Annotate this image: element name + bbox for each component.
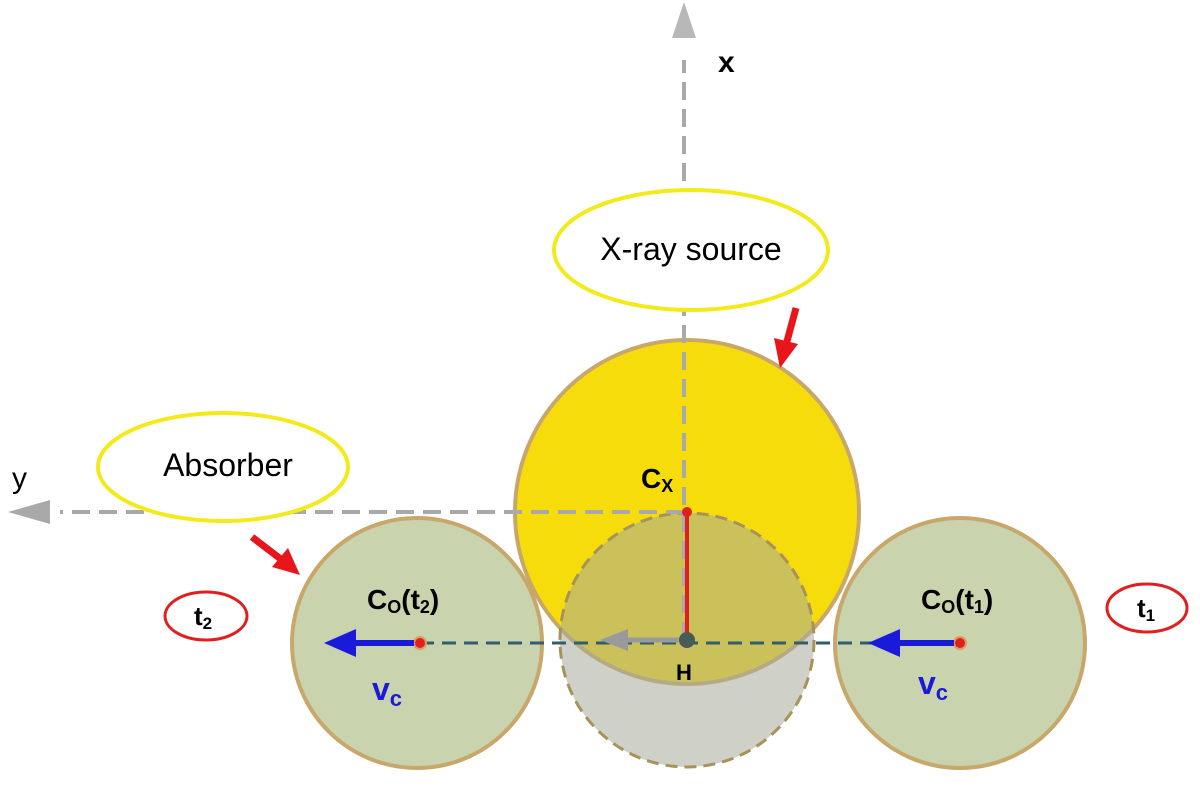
co-t1-center-point [953, 636, 967, 650]
y-axis-arrowhead [8, 500, 50, 524]
co-t2-label: CO(t2) [367, 584, 439, 617]
xray-source-label: X-ray source [600, 231, 781, 267]
x-axis-label: x [718, 46, 735, 79]
cx-label: CX [641, 463, 673, 496]
velocity-arrowhead-t1 [868, 629, 900, 657]
vc-label-t2: vc [372, 671, 402, 711]
y-axis-label: y [12, 462, 27, 495]
h-point-marker [679, 632, 695, 648]
t2-oval [163, 590, 249, 642]
co-t1-label: CO(t1) [921, 584, 993, 617]
t1-label: t1 [1137, 593, 1155, 625]
absorber-callout [96, 411, 350, 523]
x-axis-arrowhead [672, 2, 696, 38]
vc-label-t1: vc [918, 665, 948, 705]
velocity-arrowhead-t2 [324, 629, 356, 657]
cx-center-point [682, 507, 692, 517]
xray-source-pointer-arrow [774, 307, 800, 368]
motion-arrowhead-at-h [600, 629, 628, 651]
t2-label: t2 [194, 601, 212, 633]
h-point-label: H [676, 660, 692, 685]
t1-oval [1105, 582, 1189, 634]
co-t2-center-point [413, 636, 427, 650]
absorber-label: Absorber [163, 447, 293, 483]
xray-source-callout [552, 188, 830, 312]
absorber-pointer-arrow [249, 534, 300, 575]
